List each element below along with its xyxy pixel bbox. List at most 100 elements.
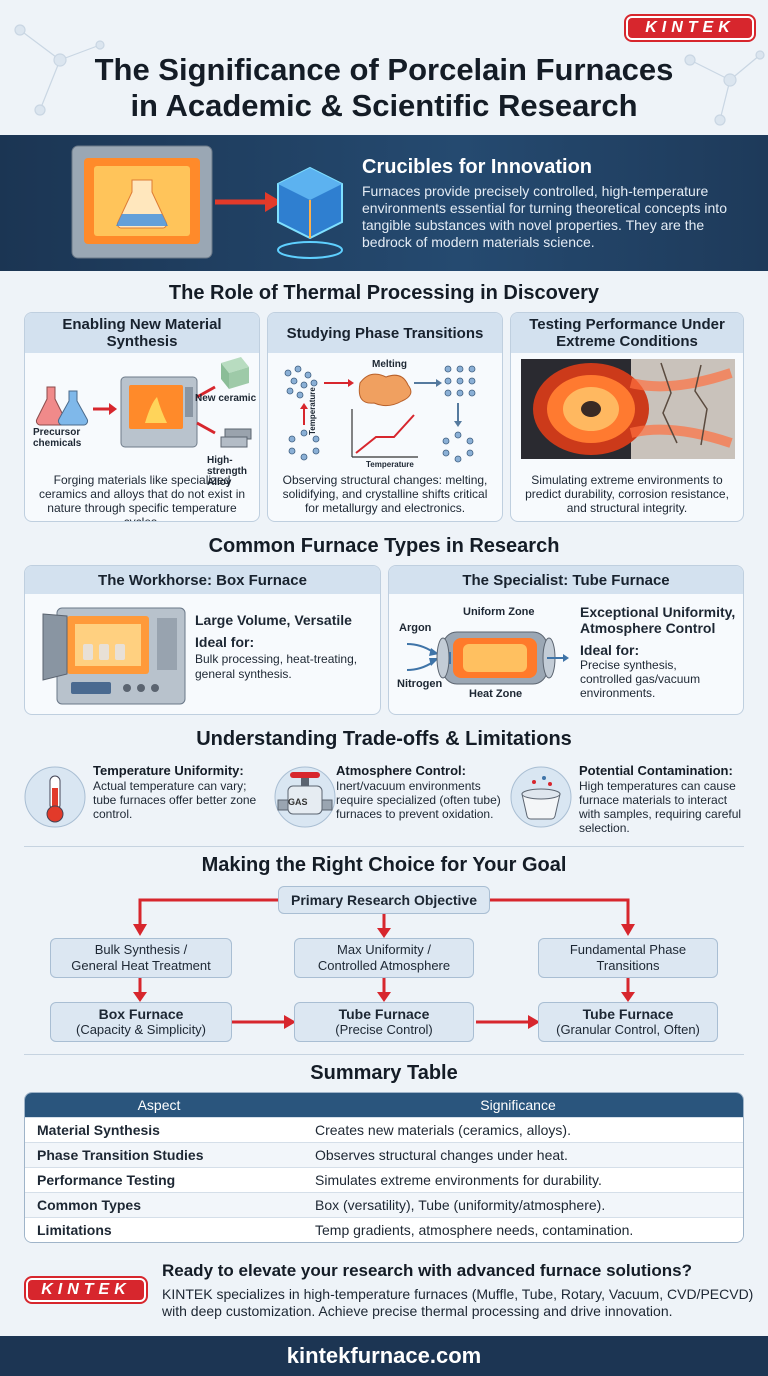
card-title: Enabling New Material Synthesis <box>25 313 259 353</box>
summary-table: Aspect Significance Material Synthesis C… <box>25 1093 743 1242</box>
divider <box>24 1054 744 1055</box>
flow-goal-phase: Fundamental Phase Transitions <box>538 938 718 978</box>
flow-arrows <box>133 898 635 1029</box>
page-title-line2: in Academic & Scientific Research <box>130 88 638 123</box>
furnace-to-crystal-illustration <box>71 145 343 259</box>
trade-title-atmosphere: Atmosphere Control: <box>336 763 466 778</box>
summary-heading: Summary Table <box>310 1062 458 1084</box>
column-header: Aspect <box>25 1093 293 1117</box>
jet-engine-illustration <box>521 359 735 459</box>
tube-feature: Exceptional Uniformity, Atmosphere Contr… <box>580 604 736 636</box>
trade-text-uniformity: Actual temperature can vary; tube furnac… <box>93 779 257 821</box>
flow-result-tube-precise: Tube Furnace (Precise Control) <box>294 1002 474 1042</box>
label-argon: Argon <box>399 622 432 634</box>
result-name: Tube Furnace <box>338 1006 430 1022</box>
box-furnace-icon <box>42 607 186 705</box>
table-row: Performance Testing Simulates extreme en… <box>25 1166 743 1192</box>
flow-result-box: Box Furnace (Capacity & Simplicity) <box>50 1002 232 1042</box>
table-row: Limitations Temp gradients, atmosphere n… <box>25 1216 743 1242</box>
goal-line1: Fundamental Phase <box>569 942 687 957</box>
phase-transition-illustration <box>284 365 476 463</box>
row-significance: Observes structural changes under heat. <box>293 1141 743 1167</box>
divider <box>24 846 744 847</box>
table-header-row: Aspect Significance <box>25 1093 743 1117</box>
cta-heading: Ready to elevate your research with adva… <box>162 1261 693 1280</box>
thermometer-icon <box>24 766 86 828</box>
gas-valve-icon <box>274 766 336 828</box>
tradeoffs-heading: Understanding Trade-offs & Limitations <box>196 728 572 750</box>
result-name: Tube Furnace <box>582 1006 674 1022</box>
result-note: (Granular Control, Often) <box>556 1022 700 1037</box>
card-material-synthesis: Enabling New Material Synthesis Precurso… <box>24 312 260 522</box>
synthesis-illustration <box>35 357 252 448</box>
types-heading: Common Furnace Types in Research <box>208 535 560 557</box>
label-uniform-zone: Uniform Zone <box>463 606 535 618</box>
row-aspect: Material Synthesis <box>25 1116 293 1142</box>
column-header: Significance <box>293 1093 743 1117</box>
card-box-furnace: The Workhorse: Box Furnace Large Volume,… <box>24 565 381 715</box>
label-new-ceramic: New ceramic <box>195 393 257 404</box>
label-temperature-vertical: Temperature <box>308 387 317 435</box>
flow-root: Primary Research Objective <box>278 886 490 914</box>
card-extreme-conditions: Testing Performance Under Extreme Condit… <box>510 312 744 522</box>
row-aspect: Common Types <box>25 1191 293 1217</box>
row-significance: Simulates extreme environments for durab… <box>293 1166 743 1192</box>
goal-line2: Transitions <box>596 958 660 973</box>
tube-ideal-text: Precise synthesis, controlled gas/vacuum… <box>580 658 701 700</box>
box-ideal-text: Bulk processing, heat-treating, general … <box>195 652 358 681</box>
footer-url[interactable]: kintekfurnace.com <box>0 1336 768 1376</box>
label-alloy: High-strength Alloy <box>207 455 247 488</box>
intro-text: Furnaces provide precisely controlled, h… <box>362 183 727 250</box>
row-significance: Temp gradients, atmosphere needs, contam… <box>293 1216 743 1242</box>
trade-text-contamination: High temperatures can cause furnace mate… <box>579 779 742 835</box>
row-aspect: Limitations <box>25 1216 293 1242</box>
table-row: Common Types Box (versatility), Tube (un… <box>25 1191 743 1217</box>
row-significance: Creates new materials (ceramics, alloys)… <box>293 1116 743 1142</box>
role-heading: The Role of Thermal Processing in Discov… <box>168 282 600 304</box>
table-row: Material Synthesis Creates new materials… <box>25 1116 743 1142</box>
intro-heading: Crucibles for Innovation <box>362 156 593 178</box>
trade-title-contamination: Potential Contamination: <box>579 763 733 778</box>
tube-ideal-label: Ideal for: <box>580 642 640 658</box>
tube-furnace-icon <box>406 631 569 685</box>
summary-table-wrap: Aspect Significance Material Synthesis C… <box>24 1092 744 1243</box>
choice-heading: Making the Right Choice for Your Goal <box>201 854 567 876</box>
label-melting: Melting <box>372 359 407 370</box>
trade-text-atmosphere: Inert/vacuum environments require specia… <box>336 779 501 821</box>
gas-icon-label: GAS <box>288 797 308 807</box>
kintek-logo: KINTEK <box>626 16 754 40</box>
card-text: Simulating extreme environments to predi… <box>525 473 729 515</box>
card-title: The Specialist: Tube Furnace <box>389 566 743 594</box>
row-aspect: Phase Transition Studies <box>25 1141 293 1167</box>
page-title: The Significance of Porcelain Furnaces i… <box>0 52 768 124</box>
row-aspect: Performance Testing <box>25 1166 293 1192</box>
label-precursor: Precursor chemicals <box>33 427 82 449</box>
kintek-logo-footer: KINTEK <box>26 1278 146 1302</box>
crucible-icon <box>510 766 572 828</box>
trade-title-uniformity: Temperature Uniformity: <box>93 763 244 778</box>
flow-result-tube-granular: Tube Furnace (Granular Control, Often) <box>538 1002 718 1042</box>
card-title: Testing Performance Under Extreme Condit… <box>511 313 743 353</box>
label-nitrogen: Nitrogen <box>397 678 443 690</box>
flow-goal-bulk: Bulk Synthesis / General Heat Treatment <box>50 938 232 978</box>
result-note: (Capacity & Simplicity) <box>75 1022 207 1037</box>
row-significance: Box (versatility), Tube (uniformity/atmo… <box>293 1191 743 1217</box>
result-name: Box Furnace <box>98 1006 184 1022</box>
result-note: (Precise Control) <box>335 1022 433 1037</box>
goal-line1: Max Uniformity / <box>337 942 431 957</box>
goal-line1: Bulk Synthesis / <box>94 942 188 957</box>
card-phase-transitions: Studying Phase Transitions Melting Tempe… <box>267 312 503 522</box>
molecule-background <box>14 24 765 126</box>
goal-line2: Controlled Atmosphere <box>317 958 451 973</box>
card-title: The Workhorse: Box Furnace <box>25 566 380 594</box>
card-tube-furnace: The Specialist: Tube Furnace Argon Nitro… <box>388 565 744 715</box>
card-text: Observing structural changes: melting, s… <box>282 473 488 515</box>
card-title: Studying Phase Transitions <box>268 313 502 353</box>
card-text: Forging materials like specialized ceram… <box>38 473 246 522</box>
flow-goal-uniformity: Max Uniformity / Controlled Atmosphere <box>294 938 474 978</box>
page-title-line1: The Significance of Porcelain Furnaces <box>94 52 674 87</box>
box-feature: Large Volume, Versatile <box>195 612 352 628</box>
box-ideal-label: Ideal for: <box>195 634 255 650</box>
goal-line2: General Heat Treatment <box>71 958 211 973</box>
label-heat-zone: Heat Zone <box>469 688 523 700</box>
